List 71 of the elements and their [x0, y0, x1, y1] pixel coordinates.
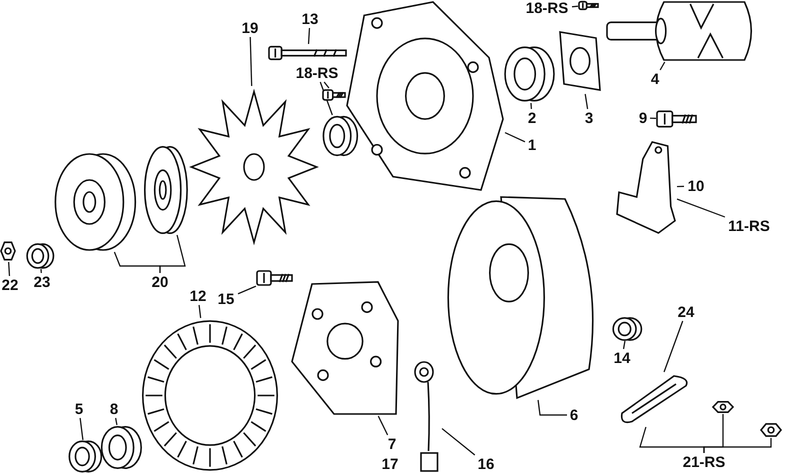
callout-number: 17: [382, 456, 398, 472]
washer-drawing: [26, 243, 54, 269]
pulley-drawing: [52, 152, 137, 252]
leader-line: [664, 320, 684, 372]
leader-line: [703, 438, 772, 453]
leader-line: [8, 262, 10, 276]
leader-line: [308, 28, 310, 44]
callout-number: 15: [218, 292, 234, 306]
callout-number: 19: [242, 20, 258, 36]
callout-number: 20: [152, 274, 168, 290]
leader-line: [660, 62, 666, 70]
callout-number: 11-RS: [728, 218, 770, 234]
callout-number: 3: [584, 110, 594, 126]
callout-number: 7: [388, 436, 396, 452]
callout-number: 16: [478, 456, 494, 472]
callout-number: 12: [190, 288, 206, 304]
leader-line: [198, 304, 202, 318]
leader-line: [530, 102, 532, 110]
nut-drawing: [760, 422, 782, 438]
leader-line: [378, 416, 388, 436]
leader-line: [504, 132, 526, 142]
brush-holder-drawing: [615, 140, 677, 235]
callout-number: 5: [74, 402, 84, 416]
callout-number: 4: [650, 72, 660, 86]
callout-number: 8: [110, 402, 118, 416]
stator-drawing: [140, 318, 280, 473]
leader-line: [622, 340, 626, 350]
leader-line: [572, 6, 578, 8]
bushing-drawing: [322, 115, 358, 157]
leader-line: [115, 418, 118, 426]
leader-line: [650, 118, 656, 119]
callout-number: 2: [528, 110, 536, 126]
callout-number: 21-RS: [682, 454, 726, 470]
rectifier-drawing: [290, 280, 400, 416]
callout-number: 9: [638, 110, 648, 126]
leader-line: [676, 198, 726, 218]
callout-number: 10: [688, 178, 704, 194]
leader-line: [320, 82, 333, 116]
leader-line: [238, 286, 256, 294]
screw-drawing: [256, 268, 294, 288]
callout-number: 18-RS: [526, 1, 568, 16]
end-frame-drawing: [345, 0, 505, 192]
leader-line: [676, 186, 684, 188]
leader-line: [324, 82, 330, 88]
bushing-drawing: [100, 425, 142, 470]
screw-drawing: [322, 88, 347, 102]
screw-drawing: [656, 108, 698, 130]
screw-drawing: [578, 0, 600, 11]
callout-number: 24: [678, 304, 694, 320]
callout-number: 18-RS: [296, 66, 338, 80]
leader-line: [584, 94, 588, 110]
callout-number: 1: [528, 138, 536, 152]
nut-drawing: [712, 400, 734, 414]
pulley-drawing: [143, 145, 188, 235]
callout-number: 13: [302, 12, 318, 26]
leader-line: [40, 268, 42, 274]
sleeve-drawing: [612, 317, 642, 341]
callout-number: 6: [570, 408, 578, 422]
leader-line: [442, 428, 476, 456]
screw-drawing: [268, 44, 348, 62]
callout-number: 14: [614, 350, 630, 366]
leader-line: [250, 36, 252, 86]
callout-number: 23: [34, 274, 50, 290]
leader-line: [537, 400, 567, 416]
bearing-drawing: [503, 45, 555, 103]
leader-line: [80, 418, 84, 440]
nut-drawing: [0, 240, 16, 262]
plate-drawing: [558, 28, 602, 94]
callout-number: 22: [2, 278, 18, 292]
leader-line: [159, 234, 186, 273]
bushing-drawing: [68, 440, 102, 473]
